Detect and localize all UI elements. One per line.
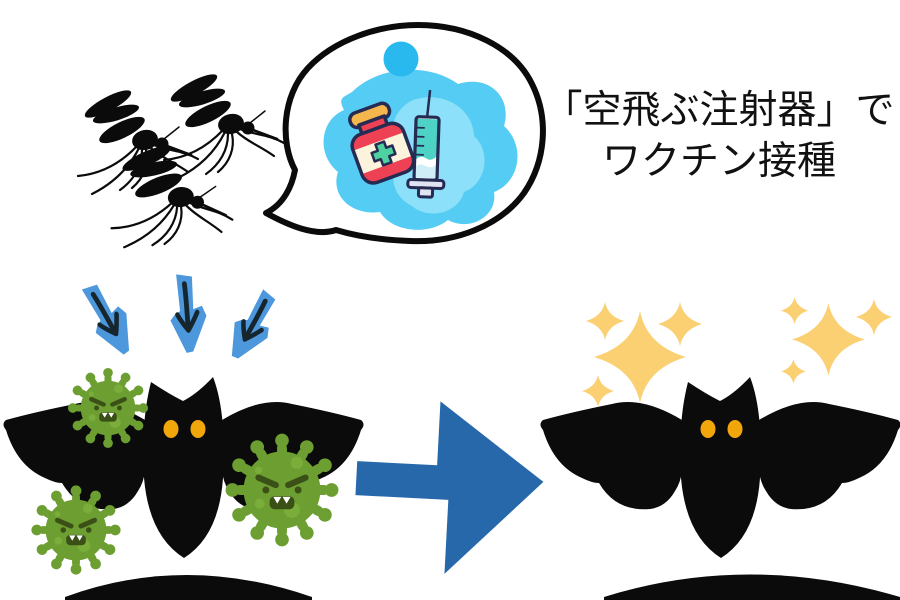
sparkle-icon bbox=[856, 299, 892, 335]
syringe-icon bbox=[406, 89, 446, 199]
caption-line-1: 「空飛ぶ注射器」で bbox=[543, 88, 895, 133]
caption-line-2: ワクチン接種 bbox=[601, 138, 836, 184]
healthy-bat-icon bbox=[540, 377, 900, 558]
speech-bubble bbox=[263, 22, 546, 245]
sparkle-icon bbox=[582, 375, 614, 407]
sparkle-cluster-left bbox=[582, 302, 702, 407]
ground-hill-left bbox=[65, 575, 312, 600]
mosquito-icon bbox=[108, 136, 239, 256]
transition-arrow-icon bbox=[355, 401, 544, 574]
sparkle-icon bbox=[781, 297, 809, 325]
mosquito-swarm bbox=[76, 68, 286, 256]
sparkle-icon bbox=[781, 359, 806, 384]
caption: 「空飛ぶ注射器」で ワクチン接種 bbox=[538, 86, 900, 187]
mosquito-icon bbox=[162, 68, 286, 180]
sparkle-cluster-right bbox=[781, 297, 892, 384]
impact-arrow-icon bbox=[74, 276, 144, 361]
impact-arrows bbox=[74, 272, 287, 367]
blob-dot bbox=[383, 41, 419, 77]
sparkle-icon bbox=[658, 302, 702, 346]
sparkle-icon bbox=[792, 303, 865, 376]
impact-arrow-icon bbox=[167, 272, 210, 354]
sparkle-icon bbox=[586, 302, 624, 340]
ground-hill-right bbox=[604, 574, 900, 600]
medicine-vial-icon bbox=[348, 101, 416, 185]
impact-arrow-icon bbox=[220, 285, 287, 367]
